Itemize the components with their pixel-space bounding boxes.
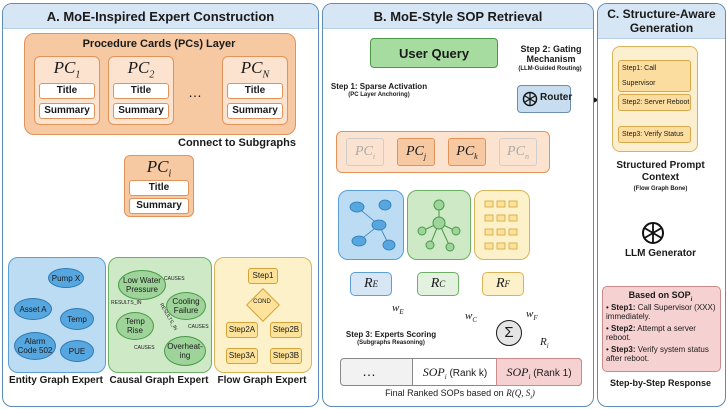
- entity-expert-label: Entity Graph Expert: [9, 375, 103, 386]
- flow-node: Step1: [248, 268, 278, 284]
- rank-k-item[interactable]: SOPi (Rank k): [412, 358, 498, 386]
- pc-card-summary: Summary: [227, 103, 283, 119]
- causal-edge-label: CAUSES: [134, 345, 155, 351]
- response-box: [602, 286, 721, 372]
- entity-expert-thumb[interactable]: [338, 190, 404, 260]
- pc-k-active[interactable]: PCk: [448, 138, 486, 166]
- weight-e: wE: [392, 302, 404, 317]
- bone-step-1: Step1: Call Supervisor: [618, 60, 691, 92]
- pc-card-title: Title: [39, 83, 95, 99]
- causal-node: Temp Rise: [116, 312, 154, 340]
- causal-node: Cooling Failure: [166, 292, 206, 320]
- step2-title: Step 2: Gating Mechanism: [520, 44, 582, 64]
- flow-thumb-graph: [484, 200, 518, 250]
- flow-expert-thumb[interactable]: [474, 190, 530, 260]
- pc-card-2[interactable]: PC2 Title Summary: [108, 56, 174, 125]
- r-i-label: Ri: [540, 336, 549, 351]
- causal-edge-label: CAUSES: [164, 276, 185, 282]
- step3-sub: (Subgraphs Reasoning): [357, 340, 425, 346]
- pc-ellipsis: …: [188, 84, 202, 100]
- entity-node: Asset A: [14, 298, 52, 320]
- pc-card-1[interactable]: PC1 Title Summary: [34, 56, 100, 125]
- openai-icon: [642, 222, 664, 244]
- router-label: Router: [540, 92, 573, 103]
- step1-sub: (PC Layer Anchoring): [348, 92, 410, 98]
- sigma-node: Σ: [496, 320, 522, 346]
- bone-step-3: Step3: Verify Status: [618, 126, 691, 143]
- flow-expert-label: Flow Graph Expert: [217, 375, 307, 386]
- llm-generator-label: LLM Generator: [624, 248, 697, 259]
- context-sub: (Flow Graph Bone): [633, 186, 688, 192]
- response-head: Based on SOPi: [628, 290, 693, 303]
- pc-i-title: Title: [129, 180, 189, 196]
- flow-node: Step2B: [270, 322, 302, 338]
- causal-node: Low Water Pressure: [118, 270, 166, 300]
- causal-thumb-graph: [417, 199, 461, 252]
- flow-node: Step2A: [226, 322, 258, 338]
- entity-node: Temp: [60, 308, 94, 330]
- user-query-box[interactable]: User Query: [370, 38, 498, 68]
- response-item-1: • Step1: Call Supervisor (XXX) immediate…: [606, 303, 716, 321]
- pc-i-card[interactable]: PCi Title Summary: [124, 155, 194, 217]
- step2-sub: (LLM-Guided Routing): [518, 66, 582, 72]
- flow-node: Step3A: [226, 348, 258, 364]
- causal-expert-thumb[interactable]: [407, 190, 471, 260]
- pc-i-inactive[interactable]: PCi: [346, 138, 384, 166]
- flow-cond-label: COND: [253, 299, 271, 305]
- rank-ellipsis: …: [362, 363, 376, 379]
- step1-title: Step 1: Sparse Activation: [330, 82, 428, 91]
- step3-title: Step 3: Experts Scoring: [345, 330, 437, 339]
- panel-a-title: A. MoE-Inspired Expert Construction: [3, 4, 318, 29]
- router-box[interactable]: Router: [517, 85, 573, 113]
- pc-card-title: Title: [113, 83, 169, 99]
- pc-card-n[interactable]: PCN Title Summary: [222, 56, 288, 125]
- pc-card-title: Title: [227, 83, 283, 99]
- response-item-2: • Step2: Attempt a server reboot.: [606, 324, 696, 342]
- causal-node: Overheat-ing: [164, 336, 206, 366]
- weight-f: wF: [526, 308, 538, 323]
- bone-step-2: Step2: Server Reboot: [618, 94, 691, 111]
- causal-expert-label: Causal Graph Expert: [109, 375, 209, 386]
- context-title: Structured Prompt Context: [616, 160, 705, 183]
- response-item-3: • Step3: Verify system status after rebo…: [606, 345, 709, 363]
- pc-card-summary: Summary: [39, 103, 95, 119]
- causal-edge-label: RESULTS_IN: [111, 300, 142, 306]
- causal-edge-label: CAUSES: [188, 324, 209, 330]
- connect-subgraphs-label: Connect to Subgraphs: [178, 137, 296, 149]
- entity-thumb-graph: [349, 199, 396, 251]
- flow-node: Step3B: [270, 348, 302, 364]
- entity-node: Pump X: [48, 268, 84, 288]
- pc-card-summary: Summary: [113, 103, 169, 119]
- pc-n-inactive[interactable]: PCn: [499, 138, 537, 166]
- entity-node: Alarm Code 502: [14, 332, 56, 360]
- pc-layer-title: Procedure Cards (PCs) Layer: [82, 38, 236, 50]
- pc-j-active[interactable]: PCj: [397, 138, 435, 166]
- response-footer: Step-by-Step Response: [609, 378, 712, 388]
- entity-node: PUE: [60, 340, 94, 362]
- pc-i-summary: Summary: [129, 198, 189, 214]
- openai-icon: [522, 91, 538, 107]
- final-ranked-label: Final Ranked SOPs based on R(Q, Si): [385, 388, 535, 401]
- rank-1-item[interactable]: SOPi (Rank 1): [496, 358, 582, 386]
- panel-b-title: B. MoE-Style SOP Retrieval: [323, 4, 593, 29]
- panel-c-title: C. Structure-Aware Generation: [598, 4, 725, 39]
- weight-c: wC: [465, 310, 478, 325]
